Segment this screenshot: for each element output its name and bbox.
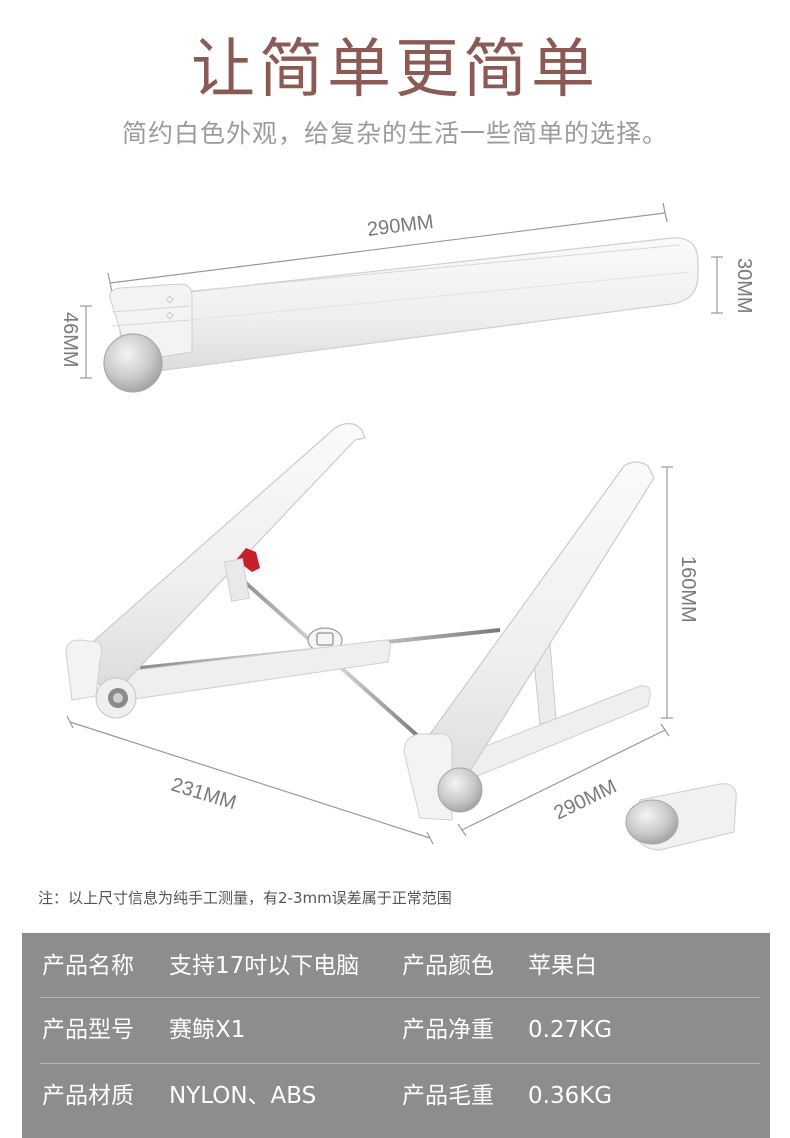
svg-text:◇: ◇ xyxy=(166,310,174,321)
spec-value: 苹果白 xyxy=(528,953,597,979)
spec-row: 产品名称 支持17吋以下电脑 产品颜色 苹果白 xyxy=(22,933,770,999)
product-illustration: 290MM ◇ ◇ 30MM 46MM xyxy=(59,202,755,851)
spec-label: 产品型号 xyxy=(42,1017,134,1043)
spec-label: 产品材质 xyxy=(42,1083,134,1109)
spec-value: 0.36KG xyxy=(528,1083,613,1109)
folded-depth-label: 46MM xyxy=(59,312,81,368)
opened-stand: 160MM 231MM 290MM xyxy=(65,422,737,851)
spec-label: 产品净重 xyxy=(402,1017,494,1043)
spec-value: NYLON、ABS xyxy=(169,1083,317,1109)
spec-value: 支持17吋以下电脑 xyxy=(169,953,360,979)
spec-row: 产品型号 赛鲸X1 产品净重 0.27KG xyxy=(22,997,770,1063)
spec-value: 赛鲸X1 xyxy=(169,1017,246,1043)
page-title: 让简单更简单 xyxy=(191,33,599,107)
page-subtitle: 简约白色外观，给复杂的生活一些简单的选择。 xyxy=(121,119,668,148)
folded-length-label: 290MM xyxy=(366,211,435,241)
svg-text:◇: ◇ xyxy=(166,294,174,305)
open-arm-length-label: 290MM xyxy=(551,775,621,824)
measurement-note: 注：以上尺寸信息为纯手工测量，有2-3mm误差属于正常范围 xyxy=(38,889,452,907)
spec-label: 产品颜色 xyxy=(402,953,494,979)
spec-label: 产品毛重 xyxy=(402,1083,494,1109)
open-base-length-label: 231MM xyxy=(169,774,239,815)
spec-table: 产品名称 支持17吋以下电脑 产品颜色 苹果白 产品型号 赛鲸X1 产品净重 0… xyxy=(22,933,770,1138)
folded-stand: 290MM ◇ ◇ 30MM 46MM xyxy=(59,202,755,393)
spec-divider xyxy=(40,997,760,998)
spec-value: 0.27KG xyxy=(528,1017,613,1043)
open-height-label: 160MM xyxy=(677,556,699,623)
spec-label: 产品名称 xyxy=(42,953,134,979)
spec-row: 产品材质 NYLON、ABS 产品毛重 0.36KG xyxy=(22,1063,770,1129)
spec-divider xyxy=(40,1063,760,1064)
folded-height-label: 30MM xyxy=(733,258,755,314)
